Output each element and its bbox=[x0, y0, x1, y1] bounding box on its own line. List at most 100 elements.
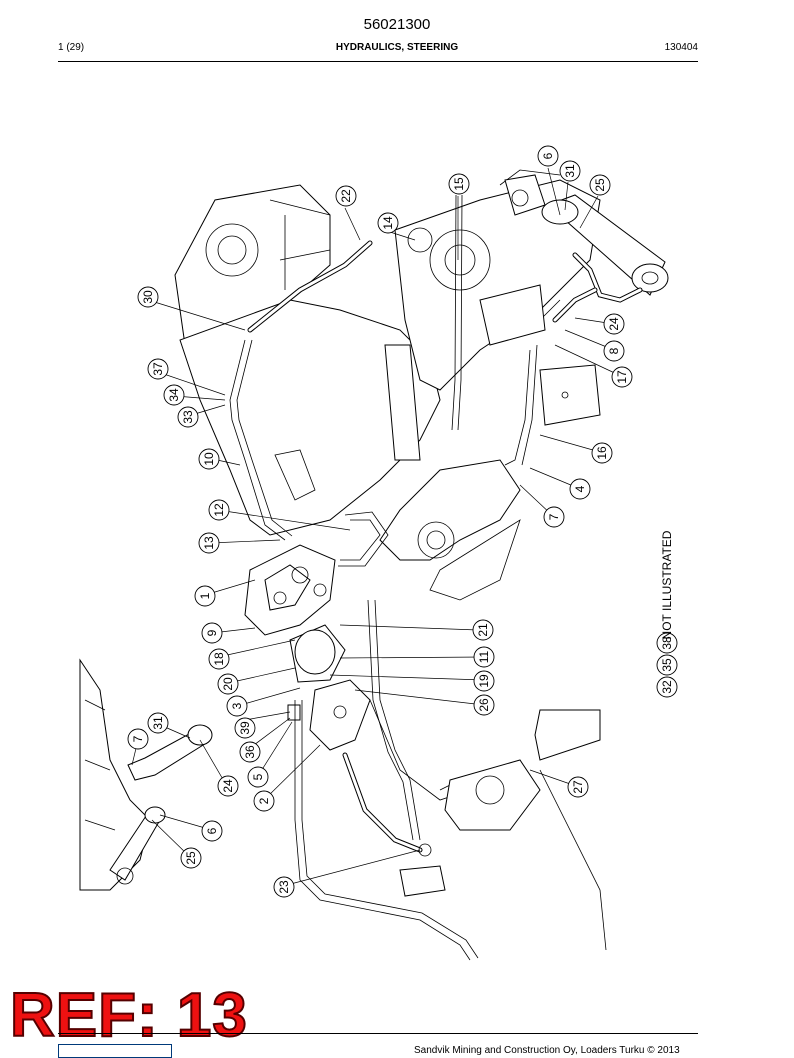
callout-33: 33 bbox=[177, 406, 199, 428]
svg-text:5: 5 bbox=[251, 773, 265, 780]
svg-text:33: 33 bbox=[181, 410, 195, 424]
svg-text:19: 19 bbox=[477, 674, 491, 688]
svg-text:26: 26 bbox=[477, 698, 491, 712]
svg-text:13: 13 bbox=[202, 536, 216, 550]
not-illustrated-legend: 32 35 38 NOT ILLUSTRATED bbox=[656, 530, 678, 698]
svg-text:22: 22 bbox=[339, 189, 353, 203]
svg-text:8: 8 bbox=[607, 347, 621, 354]
svg-text:21: 21 bbox=[476, 623, 490, 637]
callout-19: 19 bbox=[473, 670, 495, 692]
svg-text:25: 25 bbox=[184, 851, 198, 865]
steering-cylinder-right bbox=[504, 174, 669, 296]
svg-text:24: 24 bbox=[221, 779, 235, 793]
callout-37: 37 bbox=[147, 358, 169, 380]
svg-text:4: 4 bbox=[573, 485, 587, 492]
footer-copyright: Sandvik Mining and Construction Oy, Load… bbox=[414, 1045, 680, 1056]
callout-9: 9 bbox=[201, 622, 223, 644]
svg-text:7: 7 bbox=[547, 513, 561, 520]
svg-text:6: 6 bbox=[541, 152, 555, 159]
detail-view-left bbox=[79, 658, 213, 891]
page-title: HYDRAULICS, STEERING bbox=[335, 42, 459, 53]
svg-text:15: 15 bbox=[452, 177, 466, 191]
svg-text:27: 27 bbox=[571, 780, 585, 794]
callout-12: 12 bbox=[208, 499, 230, 521]
hose-lines bbox=[229, 194, 643, 567]
callout-39: 39 bbox=[234, 717, 256, 739]
svg-text:12: 12 bbox=[212, 503, 226, 517]
ref-stamp: REF: 13 bbox=[9, 981, 248, 1050]
header-divider bbox=[58, 61, 698, 62]
callout-4: 4 bbox=[569, 478, 591, 500]
front-frame bbox=[379, 169, 601, 601]
not-illustrated-label: NOT ILLUSTRATED bbox=[660, 530, 674, 639]
callout-24-detail: 24 bbox=[217, 775, 239, 797]
svg-text:35: 35 bbox=[660, 658, 674, 672]
svg-text:2: 2 bbox=[257, 797, 271, 804]
callout-17: 17 bbox=[611, 366, 633, 388]
svg-text:18: 18 bbox=[212, 652, 226, 666]
leader-lines bbox=[131, 167, 622, 887]
callout-25: 25 bbox=[589, 174, 611, 196]
revision-number: 130404 bbox=[664, 42, 698, 53]
svg-text:34: 34 bbox=[167, 388, 181, 402]
callout-15: 15 bbox=[448, 173, 470, 195]
callout-11: 11 bbox=[473, 646, 495, 668]
svg-text:14: 14 bbox=[381, 216, 395, 230]
callout-32: 32 bbox=[656, 676, 678, 698]
callout-10: 10 bbox=[198, 448, 220, 470]
steering-column-area bbox=[399, 709, 601, 897]
callout-5: 5 bbox=[247, 766, 269, 788]
svg-text:37: 37 bbox=[151, 362, 165, 376]
callout-25-detail: 25 bbox=[180, 847, 202, 869]
callout-bubbles: 6 31 25 15 14 22 30 37 34 33 10 12 13 1 … bbox=[127, 145, 633, 898]
callout-27: 27 bbox=[567, 776, 589, 798]
steering-valve-assembly bbox=[244, 544, 371, 751]
callout-18: 18 bbox=[208, 648, 230, 670]
callout-23: 23 bbox=[273, 876, 295, 898]
svg-text:23: 23 bbox=[277, 880, 291, 894]
svg-text:3: 3 bbox=[230, 702, 244, 709]
callout-3: 3 bbox=[226, 695, 248, 717]
svg-text:32: 32 bbox=[660, 680, 674, 694]
svg-text:39: 39 bbox=[238, 721, 252, 735]
svg-text:9: 9 bbox=[205, 629, 219, 636]
callout-2: 2 bbox=[253, 790, 275, 812]
svg-text:20: 20 bbox=[221, 677, 235, 691]
callout-14: 14 bbox=[377, 212, 399, 234]
footer-divider bbox=[58, 1033, 698, 1034]
callout-20: 20 bbox=[217, 673, 239, 695]
document-number: 56021300 bbox=[363, 16, 431, 33]
callout-6-detail: 6 bbox=[201, 820, 223, 842]
callout-30: 30 bbox=[137, 286, 159, 308]
svg-text:31: 31 bbox=[563, 164, 577, 178]
svg-text:30: 30 bbox=[141, 290, 155, 304]
callout-34: 34 bbox=[163, 384, 185, 406]
svg-text:17: 17 bbox=[615, 370, 629, 384]
svg-text:1: 1 bbox=[198, 592, 212, 599]
svg-text:38: 38 bbox=[660, 636, 674, 650]
callout-22: 22 bbox=[335, 185, 357, 207]
callout-36: 36 bbox=[239, 741, 261, 763]
svg-text:11: 11 bbox=[477, 650, 491, 663]
callout-21: 21 bbox=[472, 619, 494, 641]
svg-text:16: 16 bbox=[595, 446, 609, 460]
sandvik-logo bbox=[58, 1044, 172, 1058]
callout-31-detail: 31 bbox=[147, 712, 169, 734]
svg-text:31: 31 bbox=[151, 716, 165, 730]
callout-7-detail: 7 bbox=[127, 728, 149, 750]
rear-frame bbox=[174, 184, 441, 536]
callout-24: 24 bbox=[603, 313, 625, 335]
lower-lines bbox=[294, 599, 607, 961]
callout-1: 1 bbox=[194, 585, 216, 607]
callout-16: 16 bbox=[591, 442, 613, 464]
page-indicator: 1 (29) bbox=[58, 42, 85, 53]
callout-7: 7 bbox=[543, 506, 565, 528]
callout-38: 38 bbox=[656, 632, 678, 654]
callout-35: 35 bbox=[656, 654, 678, 676]
svg-text:6: 6 bbox=[205, 827, 219, 834]
callout-6: 6 bbox=[537, 145, 559, 167]
svg-text:7: 7 bbox=[131, 735, 145, 742]
callout-13: 13 bbox=[198, 532, 220, 554]
svg-text:24: 24 bbox=[607, 317, 621, 331]
